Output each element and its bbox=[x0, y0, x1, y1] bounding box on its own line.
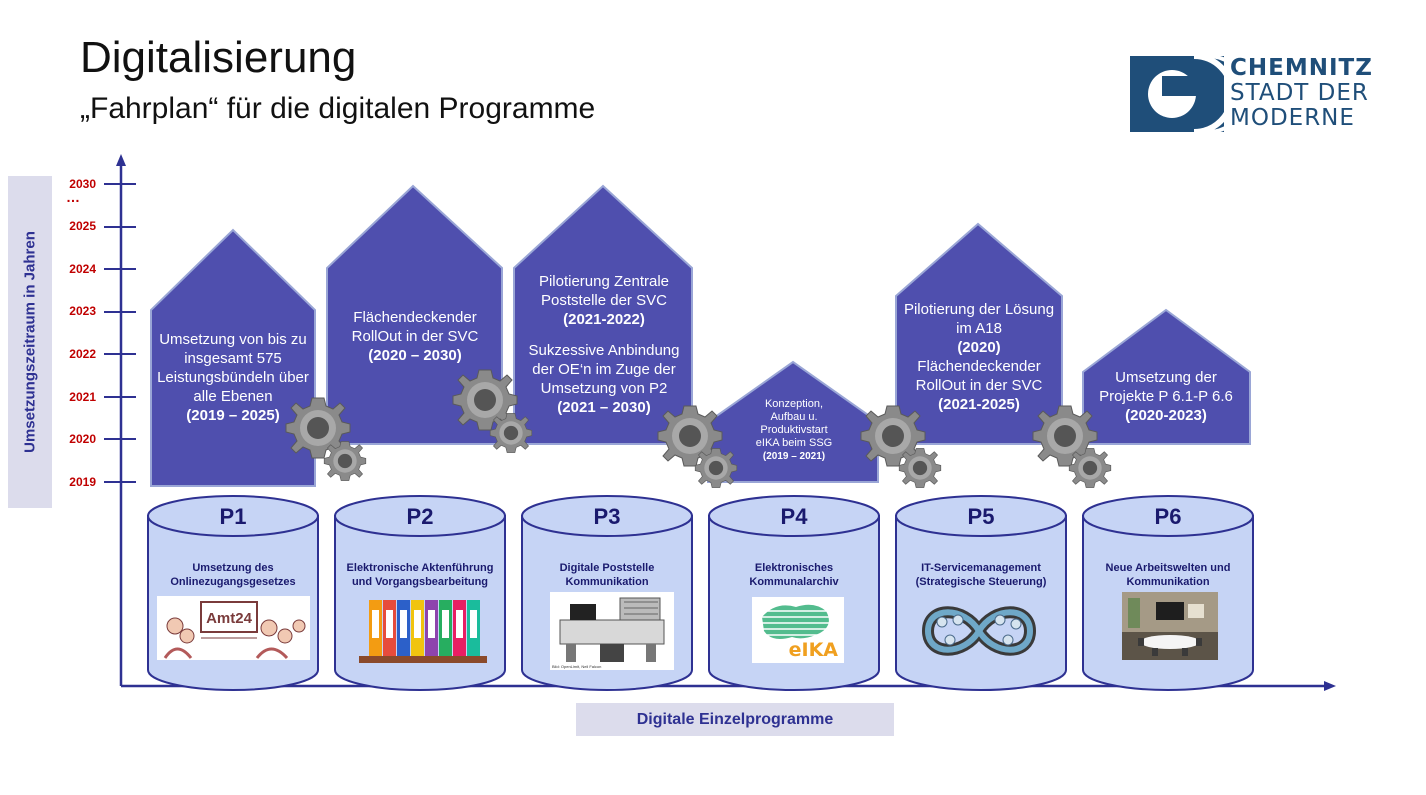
house-text-p1: Umsetzung von bis zu insgesamt 575 Leist… bbox=[152, 330, 314, 425]
y-axis-arrow bbox=[116, 154, 126, 166]
year-label: 2023 bbox=[69, 304, 96, 318]
house-description: Umsetzung von bis zu insgesamt 575 Leist… bbox=[157, 331, 309, 405]
gear-icon bbox=[1068, 448, 1112, 488]
logo-wordmark: CHEMNITZ STADT DER MODERNE bbox=[1230, 56, 1373, 131]
house-period: (2019 – 2025) bbox=[186, 407, 280, 424]
meeting-room-image bbox=[1122, 592, 1218, 660]
gear-icon bbox=[694, 448, 738, 488]
year-ellipsis: … bbox=[66, 189, 81, 205]
page-title: Digitalisierung bbox=[80, 33, 357, 82]
year-label: 2022 bbox=[69, 347, 96, 361]
house-p3 bbox=[513, 184, 693, 445]
infinity-loop-image bbox=[920, 600, 1038, 662]
gear-icon bbox=[898, 448, 942, 488]
elka-image: eIKA bbox=[752, 597, 844, 663]
house-p1 bbox=[150, 228, 316, 487]
logo-line-1: CHEMNITZ bbox=[1230, 55, 1373, 81]
house-description-2: Flächendeckender RollOut in der SVC bbox=[915, 358, 1043, 394]
chemnitz-logo: CHEMNITZ STADT DER MODERNE bbox=[1128, 52, 1372, 136]
logo-line-2: STADT DER bbox=[1230, 80, 1369, 106]
elka-logo-text: eIKA bbox=[788, 639, 838, 661]
house-period: (2020-2023) bbox=[1125, 407, 1207, 424]
house-period: (2020) bbox=[957, 339, 1001, 356]
image-caption: Bild: OpenLimit, Neil Falcon bbox=[552, 664, 602, 669]
x-axis-label: Digitale Einzelprogramme bbox=[576, 703, 894, 736]
program-label-p6: P6 bbox=[1154, 504, 1182, 529]
x-axis-arrow bbox=[1324, 681, 1336, 691]
year-label: 2030 bbox=[69, 177, 96, 191]
house-text-p5: Pilotierung der Lösung im A18 (2020) Flä… bbox=[900, 300, 1058, 414]
house-period: (2019 – 2021) bbox=[762, 451, 826, 462]
y-axis-label-box bbox=[8, 176, 52, 508]
program-desc-p6: Neue Arbeitswelten und Kommunikation bbox=[1105, 562, 1231, 588]
house-text-p6: Umsetzung der Projekte P 6.1-P 6.6 (2020… bbox=[1088, 368, 1244, 425]
logo-line-3: MODERNE bbox=[1230, 105, 1355, 131]
program-desc-p5: IT-Servicemanagement (Strategische Steue… bbox=[915, 562, 1047, 588]
program-desc-p1: Umsetzung des Onlinezugangsgesetzes bbox=[170, 562, 296, 588]
year-label: 2020 bbox=[69, 432, 96, 446]
house-p6 bbox=[1082, 308, 1251, 445]
house-text-p2: Flächendeckender RollOut in der SVC (202… bbox=[330, 308, 500, 365]
year-label: 2025 bbox=[69, 219, 96, 233]
gear-icon bbox=[489, 413, 533, 453]
year-label: 2021 bbox=[69, 390, 96, 404]
program-label-p3: P3 bbox=[593, 504, 621, 529]
house-p5 bbox=[895, 222, 1063, 445]
year-label: 2024 bbox=[69, 262, 96, 276]
program-desc-p4: Elektronisches Kommunalarchiv bbox=[749, 562, 839, 588]
house-period: (2020 – 2030) bbox=[368, 347, 462, 364]
house-description: Pilotierung Zentrale Poststelle der SVC bbox=[538, 273, 670, 309]
house-description: Umsetzung der Projekte P 6.1-P 6.6 bbox=[1099, 369, 1233, 405]
house-description: Pilotierung der Lösung im A18 bbox=[903, 301, 1055, 337]
amt24-image: Amt24 bbox=[157, 596, 310, 660]
program-label-p4: P4 bbox=[780, 504, 808, 529]
house-period-2: (2021-2025) bbox=[938, 396, 1020, 413]
program-label-p2: P2 bbox=[406, 504, 434, 529]
gear-icon bbox=[323, 441, 367, 481]
house-period-2: (2021 – 2030) bbox=[557, 399, 651, 416]
house-period: (2021-2022) bbox=[563, 311, 645, 328]
program-desc-p2: Elektronische Aktenführung und Vorgangsb… bbox=[346, 562, 494, 588]
program-desc-p3: Digitale Poststelle Kommunikation bbox=[559, 562, 655, 588]
y-axis-ticks bbox=[104, 183, 136, 483]
folders-image bbox=[359, 596, 487, 664]
mail-scanner-image: Bild: OpenLimit, Neil Falcon bbox=[550, 592, 674, 670]
program-label-p5: P5 bbox=[967, 504, 995, 529]
house-text-p4: Konzeption, Aufbau u. Produktivstart eIK… bbox=[748, 398, 840, 463]
house-description-2: Sukzessive Anbindung der OE‘n im Zuge de… bbox=[528, 342, 680, 397]
year-label: 2019 bbox=[69, 475, 96, 489]
house-text-p3: Pilotierung Zentrale Poststelle der SVC … bbox=[516, 272, 692, 417]
cylinders bbox=[147, 495, 1254, 691]
house-description: Konzeption, Aufbau u. Produktivstart eIK… bbox=[755, 398, 833, 449]
svg-text:Amt24: Amt24 bbox=[206, 610, 253, 627]
program-label-p1: P1 bbox=[219, 504, 247, 529]
page-subtitle: „Fahrplan“ für die digitalen Programme bbox=[80, 92, 596, 125]
house-description: Flächendeckender RollOut in der SVC bbox=[351, 309, 479, 345]
